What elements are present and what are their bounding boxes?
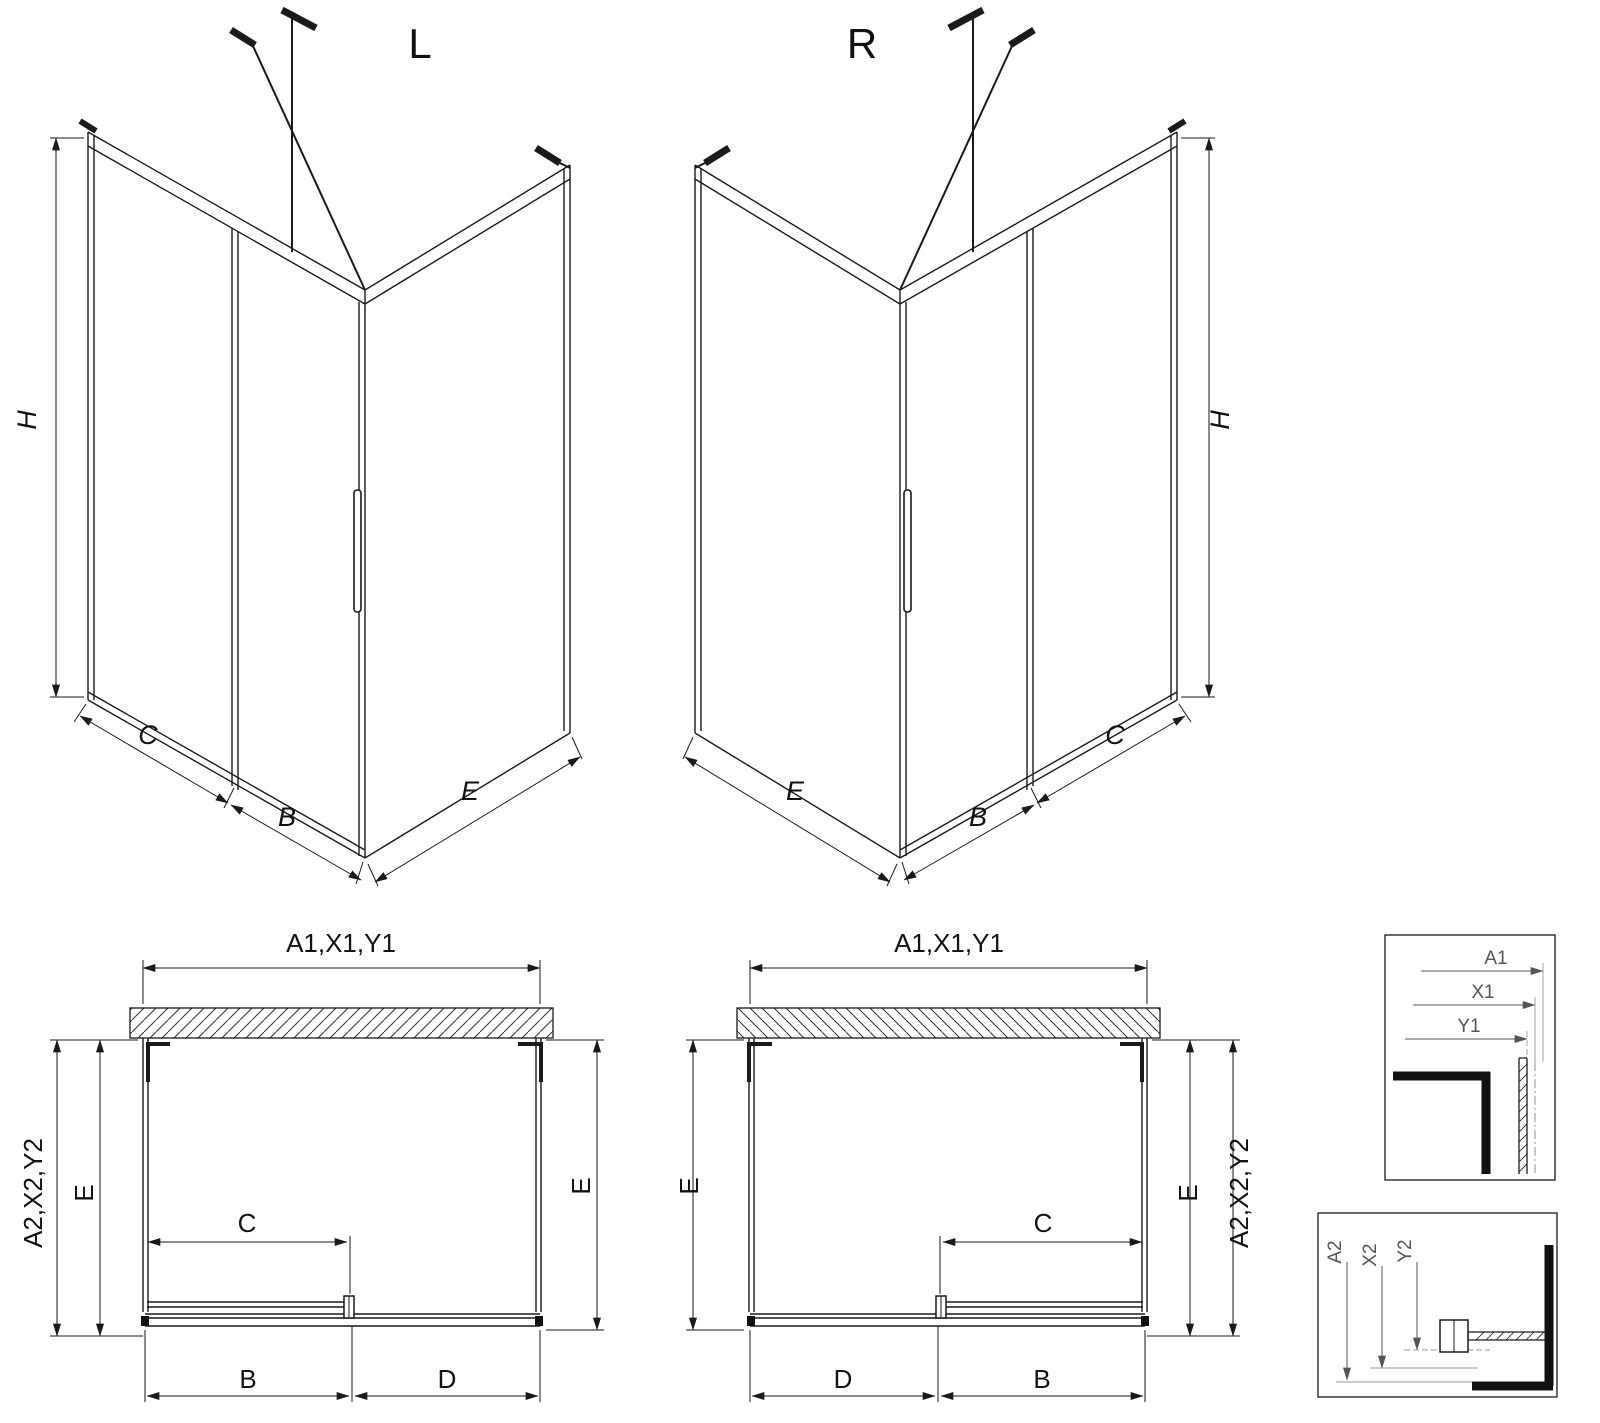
iso-view-left: L H C B E [12,10,582,886]
plan-left-dim-e-left: E [69,1184,99,1201]
iso-left-dim-h: H [12,410,42,430]
detail-a1-frame [1384,934,1556,1181]
plan-left-dim-b: B [239,1364,256,1394]
iso-left-dim-b: B [278,802,296,832]
plan-view-right: A1,X1,Y1 A2,X2,Y2 E E C B D [674,928,1254,1402]
detail-dim-y1: Y1 [1457,1016,1480,1037]
iso-right-dim-c: C [1105,720,1125,750]
plan-right-dim-e-left: E [674,1177,704,1194]
iso-left-dim-e: E [461,776,480,806]
iso-right-dim-b: B [969,802,987,832]
detail-view-a2: A2 X2 Y2 [1317,1212,1558,1398]
plan-view-left: A1,X1,Y1 A2,X2,Y2 E E C B D [18,928,604,1402]
detail-a2-frame [1317,1212,1558,1398]
iso-right-dim-e: E [786,776,805,806]
plan-left-dim-width: A1,X1,Y1 [286,928,396,958]
detail-dim-x1: X1 [1471,982,1494,1003]
plan-left-dim-d: D [438,1364,457,1394]
plan-right-dim-width: A1,X1,Y1 [894,928,1004,958]
plan-right-dim-c: C [1034,1208,1053,1238]
reference-lines [1534,963,1544,1062]
detail-dim-x2: X2 [1360,1243,1381,1266]
iso-left-dim-c: C [138,720,158,750]
iso-left-title: L [408,20,431,67]
plan-right-dim-e-right: E [1173,1184,1203,1201]
plan-right-dim-b: B [1033,1364,1050,1394]
iso-view-right: R H C B E [683,10,1235,886]
reference-lines-bottom [1336,1367,1478,1383]
glass-section [1518,1057,1528,1174]
detail-view-a1: A1 X1 Y1 [1384,934,1556,1181]
glass-hatch [1518,1063,1528,1173]
detail-dim-y2: Y2 [1395,1239,1416,1262]
plan-left-dim-e-right: E [566,1177,596,1194]
plan-left-dim-depth: A2,X2,Y2 [18,1138,48,1248]
detail-dim-a2: A2 [1325,1240,1346,1263]
plan-left-dim-c: C [238,1208,257,1238]
iso-right-dim-h: H [1205,410,1235,430]
glass-hatch-b [1475,1331,1545,1341]
plan-right-dim-depth: A2,X2,Y2 [1224,1138,1254,1248]
iso-right-title: R [847,20,877,67]
plan-right-dim-d: D [834,1364,853,1394]
detail-dim-a1: A1 [1484,948,1507,969]
